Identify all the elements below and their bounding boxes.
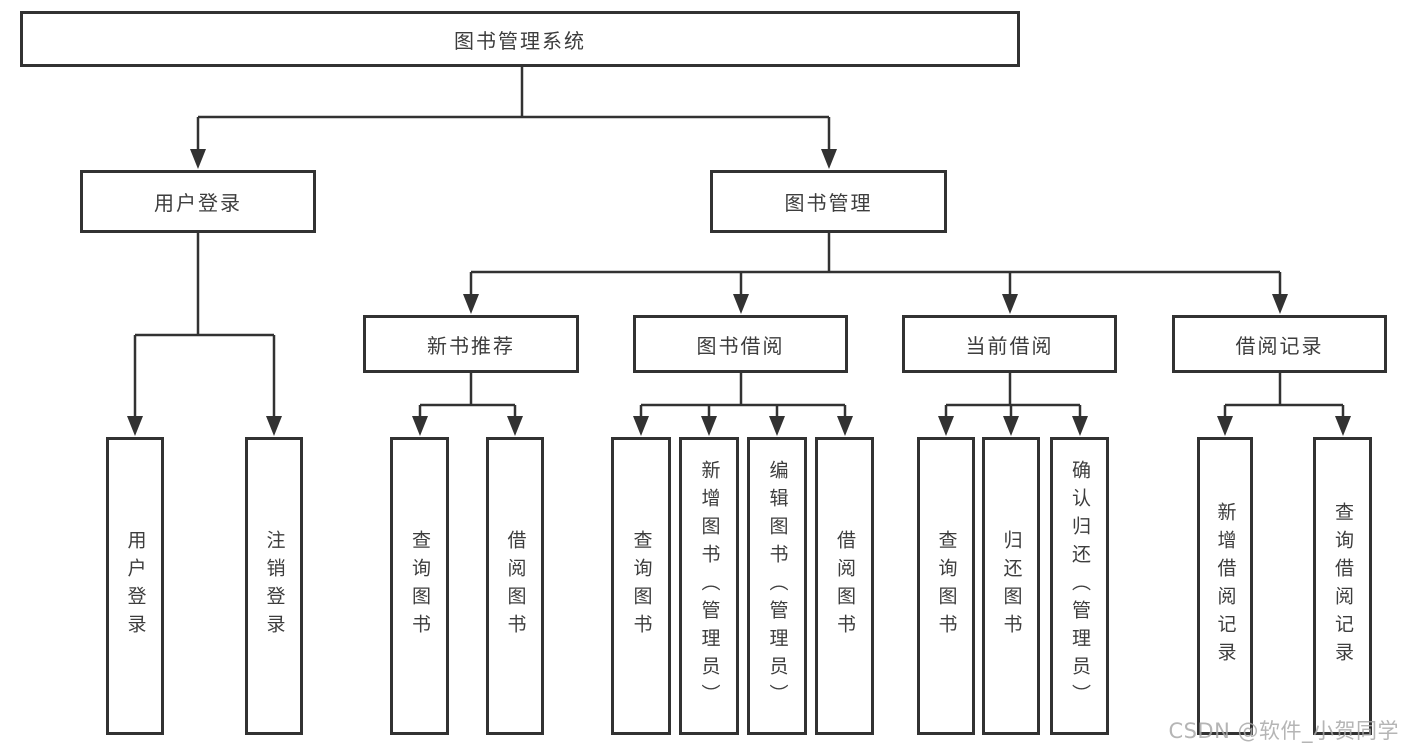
leaf-query-books-borrow: 查询图书 (611, 437, 671, 735)
leaf-confirm-return-admin-label: 确认归还（管理员） (1069, 460, 1091, 712)
arrow-icon (412, 416, 428, 436)
leaf-user-login-label: 用户登录 (124, 530, 147, 642)
arrow-icon (821, 149, 837, 169)
node-book-borrow-label: 图书借阅 (696, 333, 785, 358)
leaf-logout: 注销登录 (245, 437, 303, 735)
leaf-borrow-books-recommend-label: 借阅图书 (504, 530, 527, 642)
arrow-icon (507, 416, 523, 436)
connector-current-borrow (944, 373, 1082, 422)
leaf-return-books: 归还图书 (982, 437, 1040, 735)
leaf-query-borrow-record: 查询借阅记录 (1313, 437, 1372, 735)
node-book-borrow: 图书借阅 (633, 315, 848, 373)
arrow-icon (1072, 416, 1088, 436)
node-current-borrow: 当前借阅 (902, 315, 1117, 373)
node-book-management-label: 图书管理 (784, 191, 873, 215)
connector-book-borrow (639, 373, 847, 422)
arrow-icon (127, 416, 143, 436)
leaf-borrow-books-label: 借阅图书 (834, 530, 856, 642)
leaf-borrow-books: 借阅图书 (815, 437, 874, 735)
arrow-icon (1003, 416, 1019, 436)
arrow-icon (190, 149, 206, 169)
leaf-query-books-current-label: 查询图书 (935, 530, 958, 642)
connector-new-book-recommend (418, 373, 517, 422)
leaf-add-books-admin: 新增图书（管理员） (679, 437, 739, 735)
arrowheads (127, 149, 1351, 436)
leaf-logout-label: 注销登录 (263, 530, 286, 642)
node-user-login: 用户登录 (80, 170, 316, 233)
node-new-book-recommend-label: 新书推荐 (427, 333, 515, 358)
csdn-watermark: CSDN @软件_小贺同学 (1168, 719, 1399, 743)
arrow-icon (837, 416, 853, 436)
node-current-borrow-label: 当前借阅 (965, 333, 1054, 358)
leaf-user-login: 用户登录 (106, 437, 164, 735)
leaf-edit-books-admin-label: 编辑图书（管理员） (766, 460, 789, 712)
node-borrow-records: 借阅记录 (1172, 315, 1387, 373)
arrow-icon (1002, 294, 1018, 314)
connector-root (196, 67, 831, 155)
leaf-query-books-borrow-label: 查询图书 (630, 530, 653, 642)
arrow-icon (633, 416, 649, 436)
node-book-management: 图书管理 (710, 170, 947, 233)
connector-user-login (133, 233, 276, 422)
leaf-borrow-books-recommend: 借阅图书 (486, 437, 544, 735)
arrow-icon (1217, 416, 1233, 436)
leaf-confirm-return-admin: 确认归还（管理员） (1050, 437, 1109, 735)
connector-book-management (469, 233, 1282, 300)
leaf-add-books-admin-label: 新增图书（管理员） (698, 460, 721, 712)
arrow-icon (938, 416, 954, 436)
leaf-add-borrow-record: 新增借阅记录 (1197, 437, 1253, 735)
arrow-icon (1335, 416, 1351, 436)
node-new-book-recommend: 新书推荐 (363, 315, 579, 373)
leaf-query-books-current: 查询图书 (917, 437, 975, 735)
leaf-query-books-recommend-label: 查询图书 (409, 530, 431, 642)
arrow-icon (701, 416, 717, 436)
leaf-return-books-label: 归还图书 (1000, 530, 1023, 642)
arrow-icon (463, 294, 479, 314)
leaf-add-borrow-record-label: 新增借阅记录 (1214, 502, 1237, 670)
node-root: 图书管理系统 (20, 11, 1020, 67)
connector-borrow-records (1223, 373, 1345, 422)
arrow-icon (266, 416, 282, 436)
node-user-login-label: 用户登录 (154, 191, 242, 215)
leaf-edit-books-admin: 编辑图书（管理员） (747, 437, 807, 735)
node-root-label: 图书管理系统 (454, 28, 586, 53)
arrow-icon (769, 416, 785, 436)
arrow-icon (1272, 294, 1288, 314)
leaf-query-borrow-record-label: 查询借阅记录 (1332, 502, 1354, 670)
arrow-icon (733, 294, 749, 314)
leaf-query-books-recommend: 查询图书 (390, 437, 449, 735)
node-borrow-records-label: 借阅记录 (1235, 333, 1324, 358)
